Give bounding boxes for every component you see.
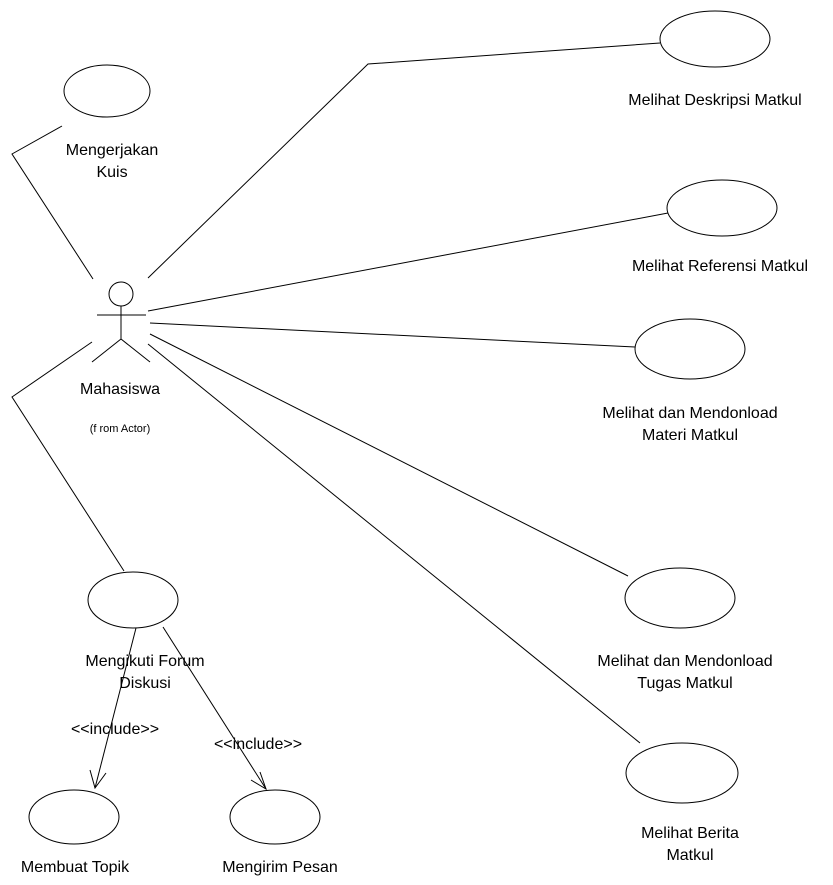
label-line: Melihat Deskripsi Matkul — [628, 92, 802, 109]
label-mengirim-pesan: Mengirim Pesan — [195, 857, 365, 879]
label-line: Tugas Matkul — [637, 675, 733, 692]
include-line-topik[interactable] — [94, 627, 137, 789]
association-tugas[interactable] — [149, 333, 629, 577]
use-case-mengikuti-forum-diskusi[interactable] — [87, 571, 179, 629]
actor-figure[interactable] — [91, 281, 151, 363]
include-line-pesan[interactable] — [162, 626, 267, 790]
use-case-melihat-referensi-matkul[interactable] — [666, 179, 778, 237]
association-materi[interactable] — [149, 322, 636, 348]
label-line: Melihat Referensi Matkul — [631, 258, 809, 275]
association-deskripsi[interactable] — [147, 42, 661, 279]
label-mengerjakan-kuis: Mengerjakan Kuis — [47, 140, 177, 184]
actor-left-leg — [91, 338, 122, 363]
label-line: Membuat Topik — [20, 859, 130, 876]
label-line: Mengerjakan — [65, 142, 159, 159]
label-line: Melihat dan Mendonload — [602, 405, 778, 422]
association-kuis[interactable] — [11, 125, 94, 280]
actor-head — [108, 281, 134, 307]
label-line: Mengirim Pesan — [222, 859, 338, 876]
use-case-melihat-berita-matkul[interactable] — [625, 742, 739, 804]
use-case-melihat-mendonload-tugas[interactable] — [624, 567, 736, 629]
actor-package-note: (f rom Actor) — [89, 423, 151, 435]
include-arrowhead-topik — [89, 769, 107, 790]
use-case-mengerjakan-kuis[interactable] — [63, 64, 151, 118]
include-label-topik: <<include>> — [70, 721, 160, 738]
association-referensi[interactable] — [147, 212, 669, 312]
label-line: Mengikuti Forum — [85, 653, 205, 670]
use-case-membuat-topik[interactable] — [28, 789, 120, 845]
label-line: Melihat Berita — [641, 825, 739, 842]
label-membuat-topik: Membuat Topik — [0, 857, 150, 879]
label-line: Melihat dan Mendonload — [597, 653, 773, 670]
label-line: Diskusi — [119, 675, 171, 692]
use-case-melihat-mendonload-materi[interactable] — [634, 318, 746, 380]
actor-right-leg — [120, 338, 151, 363]
label-tugas: Melihat dan Mendonload Tugas Matkul — [555, 651, 815, 695]
include-label-pesan: <<include>> — [213, 736, 303, 753]
label-melihat-referensi-matkul: Melihat Referensi Matkul — [608, 256, 832, 278]
use-case-melihat-deskripsi-matkul[interactable] — [659, 10, 771, 68]
use-case-mengirim-pesan[interactable] — [229, 789, 321, 845]
include-arrowhead-pesan — [250, 771, 267, 791]
label-mengikuti-forum-diskusi: Mengikuti Forum Diskusi — [55, 651, 235, 695]
label-line: Kuis — [96, 164, 128, 181]
label-line: Materi Matkul — [641, 427, 739, 444]
label-melihat-berita-matkul: Melihat Berita Matkul — [590, 823, 790, 867]
label-materi: Melihat dan Mendonload Materi Matkul — [560, 403, 820, 447]
association-forum[interactable] — [11, 341, 125, 572]
actor-name-label: Mahasiswa — [79, 381, 161, 398]
label-line: Matkul — [666, 847, 714, 864]
association-berita[interactable] — [147, 343, 641, 744]
label-melihat-deskripsi-matkul: Melihat Deskripsi Matkul — [600, 90, 830, 112]
